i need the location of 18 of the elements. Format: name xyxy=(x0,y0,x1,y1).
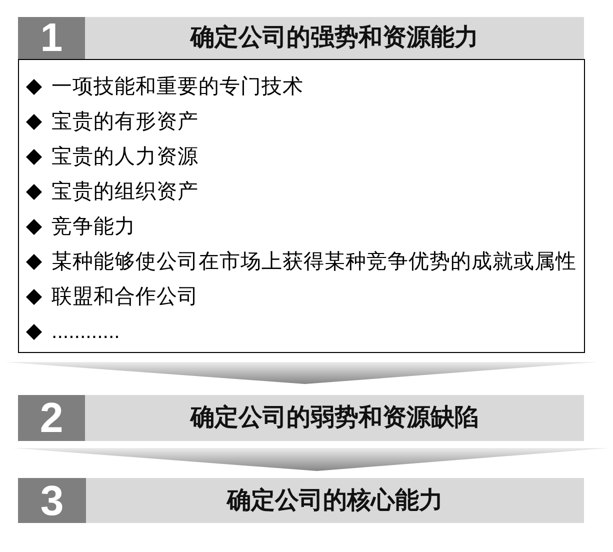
step-band xyxy=(18,17,584,59)
list-item: 某种能够使公司在市场上获得某种竞争优势的成就或属性 xyxy=(52,249,576,275)
step-title: 确定公司的弱势和资源缺陷 xyxy=(190,404,478,431)
list-item: 宝贵的组织资产 xyxy=(52,179,198,205)
step-band xyxy=(18,478,584,523)
list-item: 宝贵的有形资产 xyxy=(52,109,198,135)
list-box xyxy=(18,59,585,353)
step-number: 1 xyxy=(18,17,85,59)
step-band xyxy=(18,395,584,441)
list-item: 联盟和合作公司 xyxy=(52,284,198,310)
list-item: 一项技能和重要的专门技术 xyxy=(52,74,304,100)
list-item: 宝贵的人力资源 xyxy=(52,144,198,170)
list-item: ............ xyxy=(52,319,120,345)
list-item: 竞争能力 xyxy=(52,214,136,240)
step-title: 确定公司的核心能力 xyxy=(227,487,443,514)
step-number: 2 xyxy=(18,395,85,441)
step-number: 3 xyxy=(18,478,86,523)
step-title: 确定公司的强势和资源能力 xyxy=(190,24,478,51)
